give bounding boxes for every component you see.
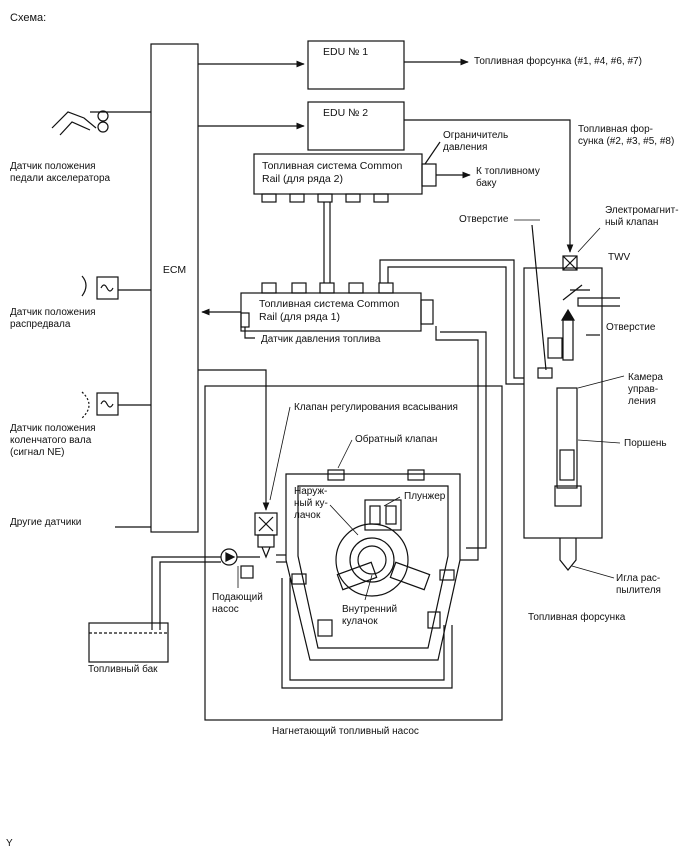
tank-label: Топливный бак (88, 664, 158, 675)
accel-pedal-sensor (51, 110, 109, 136)
inner-cam-label: Внутренний кулачок (342, 604, 398, 627)
cam-sensor-label: Датчик положения распредвала (10, 307, 96, 330)
twv-label: TWV (608, 252, 631, 263)
solenoid-label: Электромагнит- ный клапан (605, 205, 679, 228)
edu1-box (307, 40, 405, 90)
plunger-label: Плунжер (404, 491, 446, 502)
accel-sensor-label: Датчик положения педали акселератора (10, 161, 111, 184)
feed-pump-label: Подающий насос (212, 592, 263, 615)
injectors1-label: Топливная форсунка (#1, #4, #6, #7) (474, 56, 642, 67)
ecm-box (150, 43, 199, 533)
ecm-label: ECM (162, 264, 187, 276)
rail2-label: Топливная система Common Rail (для ряда … (262, 160, 403, 185)
twv-solenoid (562, 255, 578, 271)
rail2-ports (261, 193, 389, 203)
needle-label: Игла рас- пылителя (616, 573, 661, 596)
fuel-injector (523, 267, 603, 539)
edu2-label: EDU № 2 (323, 107, 369, 119)
limiter-label: Ограничитель давления (443, 130, 509, 153)
cam-sensor (81, 275, 119, 300)
check-valve-label: Обратный клапан (355, 434, 438, 445)
injector-label: Топливная форсунка (528, 612, 626, 623)
page-title: Схема: (10, 12, 47, 24)
crank-sensor-label: Датчик положения коленчатого вала (сигна… (10, 423, 96, 458)
control-chamber-label: Камера управ- ления (628, 372, 663, 407)
supply-pump-housing (204, 385, 503, 721)
fuel-tank (88, 622, 169, 663)
orifice1-label: Отверстие (459, 214, 509, 225)
other-sensors-label: Другие датчики (10, 517, 82, 528)
footer-mark: Y (6, 838, 13, 849)
intake-valve-label: Клапан регулирования всасывания (294, 402, 458, 413)
injectors2-label: Топливная фор- сунка (#2, #3, #5, #8) (578, 124, 675, 147)
to-tank-label: К топливному баку (476, 166, 540, 189)
crank-sensor (81, 391, 119, 419)
fuel-pressure-label: Датчик давления топлива (261, 334, 381, 345)
supply-pump-label: Нагнетающий топливный насос (272, 726, 419, 737)
rail1-ports (261, 282, 394, 294)
rail1-label: Топливная система Common Rail (для ряда … (259, 298, 400, 323)
edu2-box (307, 101, 405, 151)
inner-cam (335, 523, 409, 597)
piston-label: Поршень (624, 438, 667, 449)
edu1-label: EDU № 1 (323, 46, 369, 58)
outer-cam-label: Наруж- ный ку- лачок (294, 486, 328, 521)
orifice2-label: Отверстие (606, 322, 656, 333)
